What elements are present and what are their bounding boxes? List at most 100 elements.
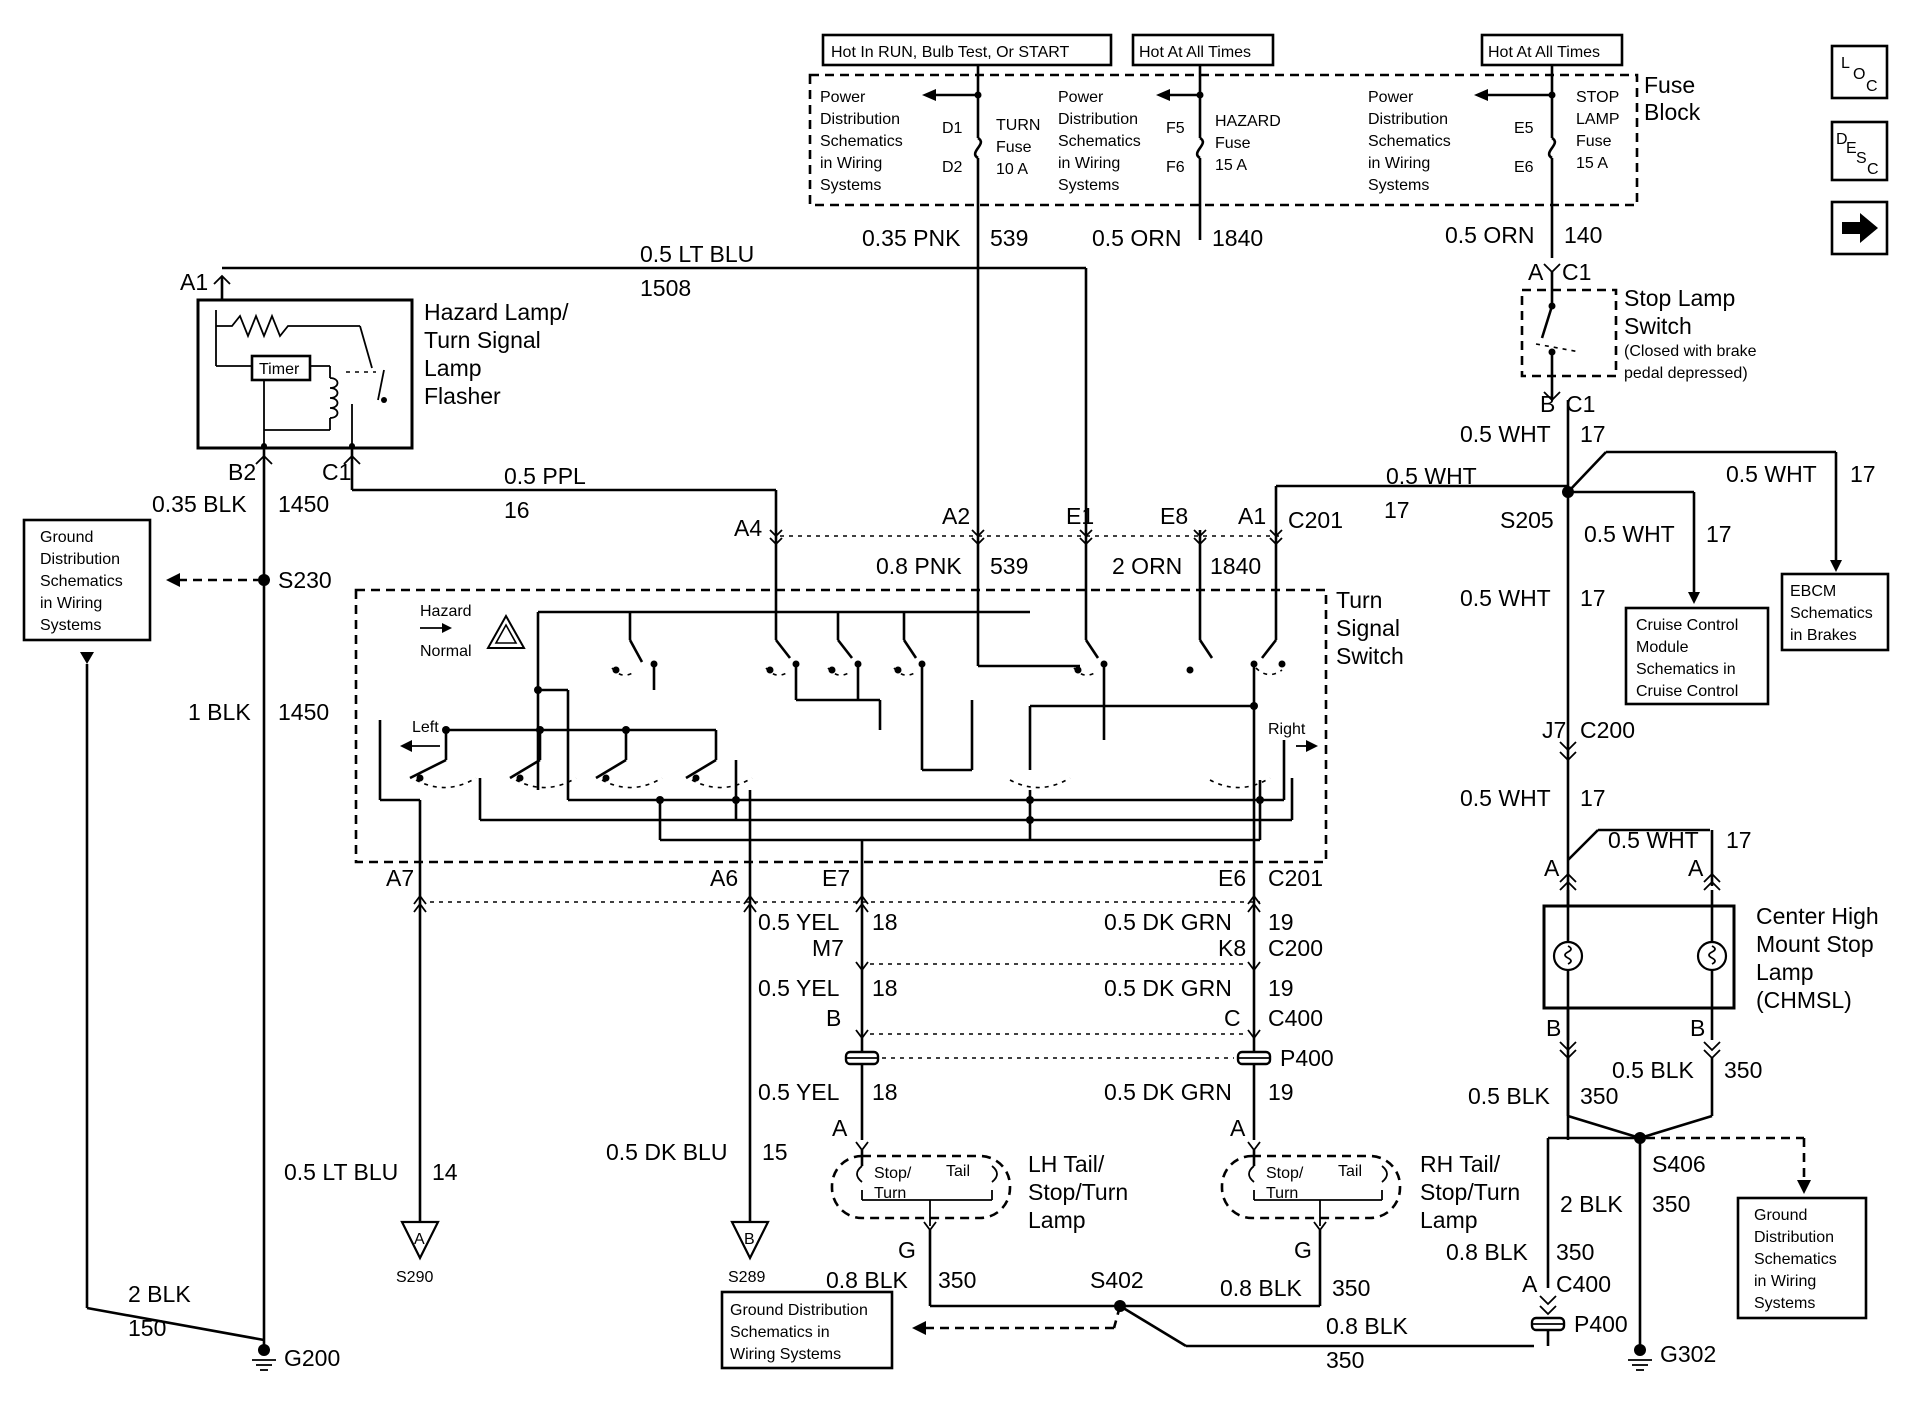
ref-line: in Wiring [40, 595, 102, 612]
offpage-b: B S289 [728, 1220, 770, 1286]
wire-color: 0.5 ORN [1092, 225, 1181, 251]
turn-signal-switch: Turn Signal Switch Hazard Normal Left Ri… [354, 484, 1568, 870]
pin-label: J7 [1542, 717, 1566, 743]
wire-circuit: 1450 [278, 491, 329, 517]
wire-circuit: 539 [990, 553, 1028, 579]
ref-line: Schematics in [730, 1324, 830, 1341]
flasher-label: Hazard Lamp/ [424, 299, 569, 325]
pd-line: Schematics [1058, 133, 1141, 150]
pin-label: C1 [1562, 259, 1591, 285]
pin-label: E1 [1066, 503, 1094, 529]
fuse-pin: E6 [1514, 159, 1534, 176]
wire-color: 0.5 WHT [1386, 463, 1477, 489]
pd-line: in Wiring [1368, 155, 1430, 172]
flasher-label: Lamp [424, 355, 482, 381]
pd-line: Distribution [1058, 111, 1138, 128]
fuse-block-title-2: Block [1644, 99, 1701, 125]
wire-circuit: 350 [1332, 1275, 1370, 1301]
pin-label: A [1544, 855, 1560, 881]
loc-icon[interactable]: L O C [1830, 44, 1889, 100]
wire-color: 0.5 WHT [1726, 461, 1817, 487]
pin-label: K8 [1218, 935, 1246, 961]
pd-line: Distribution [1368, 111, 1448, 128]
lamp-filament-label: Turn [874, 1185, 906, 1202]
pin-label: A [1688, 855, 1704, 881]
lamp-label: Stop/Turn [1028, 1179, 1128, 1205]
splice-label: P400 [1280, 1045, 1334, 1071]
splice-label: P400 [1574, 1311, 1628, 1337]
fuse-pin: E5 [1514, 120, 1534, 137]
pd-line: Systems [1368, 177, 1429, 194]
switch-contact-dots [612, 660, 1286, 674]
ref-line: EBCM [1790, 583, 1836, 600]
lamp-filament-label: Stop/ [874, 1165, 912, 1182]
pd-line: Systems [820, 177, 881, 194]
ref-line: Systems [1754, 1295, 1815, 1312]
arrow-right-icon[interactable] [1830, 200, 1889, 256]
pin-label: B2 [228, 459, 256, 485]
desc-letter: D [1836, 131, 1848, 148]
wire-color: 2 ORN [1112, 553, 1182, 579]
fuse-pin: D2 [942, 159, 963, 176]
hazard-flasher: A1 0.5 LT BLU 1508 Timer Hazard Lamp/ Tu… [180, 240, 1088, 1350]
fuse-name: HAZARD [1215, 113, 1281, 130]
wire-color: 0.35 PNK [862, 225, 961, 251]
wire-color: 1 BLK [188, 699, 251, 725]
ground-ref-1: Ground Distribution Schematics in Wiring… [22, 518, 152, 642]
chmsl-label: (CHMSL) [1756, 987, 1852, 1013]
p400-passthrough-right [1236, 1050, 1272, 1066]
wire-circuit: 18 [872, 909, 898, 935]
splice-label: S402 [1090, 1267, 1144, 1293]
ebcm-ref: EBCM Schematics in Brakes [1780, 572, 1890, 652]
ref-line: Schematics [1754, 1251, 1837, 1268]
lamp-filament-label: Turn [1266, 1185, 1298, 1202]
splice-label: S230 [278, 567, 332, 593]
ground-ref-2: Ground Distribution Schematics in Wiring… [1736, 1196, 1868, 1320]
switch-label: Signal [1336, 615, 1400, 641]
pin-label: B [826, 1005, 841, 1031]
p400-passthrough-bottom [1530, 1316, 1566, 1332]
supply-labels: Hot In RUN, Bulb Test, Or START Hot At A… [821, 33, 1624, 95]
wire-circuit: 14 [432, 1159, 458, 1185]
offpage-letter: A [414, 1231, 425, 1248]
wire-color: 0.5 YEL [758, 975, 840, 1001]
pin-label: A [1230, 1115, 1246, 1141]
pin-label: A1 [1238, 503, 1266, 529]
desc-icon[interactable]: D E S C [1830, 120, 1889, 182]
switch-label: Turn [1336, 587, 1382, 613]
fuse-block: Fuse Block Power Distribution Schematics… [808, 72, 1701, 258]
pd-line: Schematics [1368, 133, 1451, 150]
stop-lamp-switch: A C1 Stop Lamp Switch (Closed with brake… [1520, 259, 1757, 417]
lh-tail-lamp: Stop/ Turn Tail LH Tail/ Stop/Turn Lamp [830, 1150, 1128, 1233]
pin-label: A7 [386, 865, 414, 891]
desc-letter: C [1867, 161, 1879, 178]
ground-g200: G200 [252, 1344, 340, 1371]
pin-label: A [1522, 1271, 1538, 1297]
wire-color: 0.5 WHT [1460, 421, 1551, 447]
ref-line: Schematics [40, 573, 123, 590]
pin-label: C200 [1580, 717, 1635, 743]
ref-line: Distribution [40, 551, 120, 568]
offpage-letter: B [744, 1231, 755, 1248]
pd-line: Power [1368, 89, 1414, 106]
wire-circuit: 1840 [1210, 553, 1261, 579]
switch-note: pedal depressed) [1624, 365, 1748, 382]
fuse-pin: F5 [1166, 120, 1185, 137]
wire-circuit: 17 [1726, 827, 1752, 853]
wire-circuit: 19 [1268, 909, 1294, 935]
pin-label: E7 [822, 865, 850, 891]
pin-label: C1 [1566, 391, 1595, 417]
pin-label: E6 [1218, 865, 1246, 891]
chmsl-label: Mount Stop [1756, 931, 1874, 957]
pin-label: C200 [1268, 935, 1323, 961]
fuse-word: Fuse [1576, 133, 1612, 150]
wire-circuit: 140 [1564, 222, 1602, 248]
wire-color: 2 BLK [128, 1281, 191, 1307]
ref-line: Module [1636, 639, 1689, 656]
right-label: Right [1268, 721, 1306, 738]
desc-letter: S [1856, 150, 1867, 167]
wire-color: 0.8 BLK [826, 1267, 908, 1293]
hot-run-label: Hot In RUN, Bulb Test, Or START [831, 44, 1070, 61]
wire-circuit: 18 [872, 975, 898, 1001]
